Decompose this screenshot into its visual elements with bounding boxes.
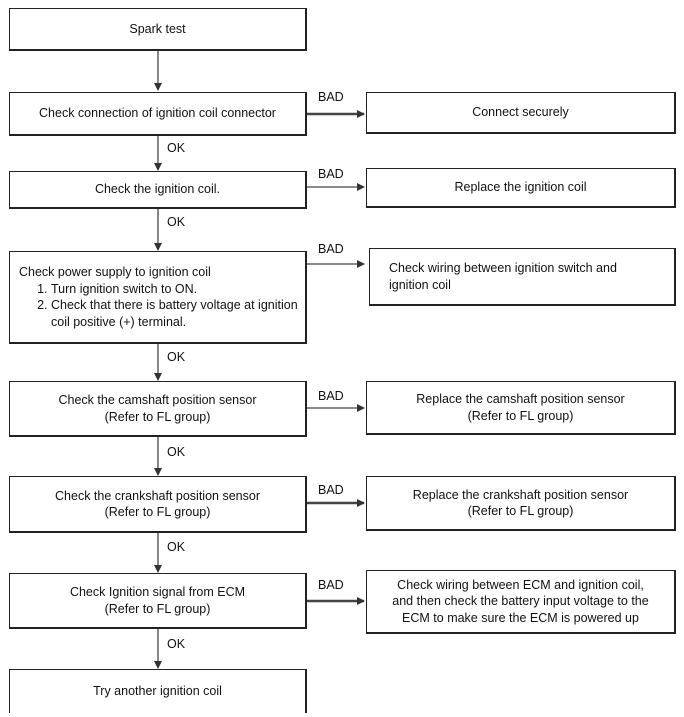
action-text: Connect securely <box>472 105 569 120</box>
step-title: Check power supply to ignition coil <box>19 265 211 279</box>
action-replace-crankshaft-sensor: Replace the crankshaft position sensor (… <box>366 476 676 531</box>
action-replace-camshaft-sensor: Replace the camshaft position sensor (Re… <box>366 381 676 435</box>
bad-label: BAD <box>318 242 344 256</box>
action-reference: (Refer to FL group) <box>467 408 574 423</box>
ok-label: OK <box>167 637 186 651</box>
bad-label: BAD <box>318 483 344 497</box>
action-text: Check wiring between ECM and ignition co… <box>397 577 644 592</box>
step-title: Try another ignition coil <box>93 684 222 699</box>
action-text: Check wiring between ignition switch and <box>389 261 617 275</box>
action-text: ECM to make sure the ECM is powered up <box>402 610 639 625</box>
substep-list: Turn ignition switch to ON. Check that t… <box>19 281 299 331</box>
substep: Turn ignition switch to ON. <box>51 281 299 298</box>
step-title: Check Ignition signal from ECM <box>69 585 246 599</box>
step-title: Spark test <box>129 21 186 36</box>
ok-label: OK <box>167 350 186 364</box>
action-text: Replace the ignition coil <box>454 180 587 195</box>
action-text: ignition coil <box>389 277 451 292</box>
step-spark-test: Spark test <box>9 8 307 51</box>
ok-label: OK <box>167 540 186 554</box>
ok-label: OK <box>167 445 186 459</box>
step-try-another-coil: Try another ignition coil <box>9 669 307 713</box>
action-reference: (Refer to FL group) <box>467 504 574 518</box>
step-title: Check the ignition coil. <box>94 182 221 197</box>
step-title: Check connection of ignition coil connec… <box>39 106 276 121</box>
action-replace-coil: Replace the ignition coil <box>366 168 676 208</box>
ok-label: OK <box>167 215 186 229</box>
step-check-crankshaft-sensor: Check the crankshaft position sensor (Re… <box>9 476 307 533</box>
action-text: Replace the camshaft position sensor <box>416 392 625 406</box>
bad-label: BAD <box>318 389 344 403</box>
bad-label: BAD <box>318 578 344 592</box>
bad-label: BAD <box>318 90 344 104</box>
step-reference: (Refer to FL group) <box>104 601 211 616</box>
step-check-coil: Check the ignition coil. <box>9 171 307 209</box>
bad-label: BAD <box>318 167 344 181</box>
substep: Check that there is battery voltage at i… <box>51 297 299 330</box>
action-text: and then check the battery input voltage… <box>392 594 649 609</box>
step-check-ignition-signal: Check Ignition signal from ECM (Refer to… <box>9 573 307 629</box>
step-title: Check the crankshaft position sensor <box>55 488 260 503</box>
step-check-camshaft-sensor: Check the camshaft position sensor (Refe… <box>9 381 307 437</box>
action-text: Replace the crankshaft position sensor <box>412 487 629 502</box>
step-reference: (Refer to FL group) <box>104 505 211 519</box>
action-check-wiring-ecm: Check wiring between ECM and ignition co… <box>366 570 676 634</box>
step-reference: (Refer to FL group) <box>104 409 211 424</box>
action-check-wiring-switch: Check wiring between ignition switch and… <box>369 248 676 306</box>
ok-label: OK <box>167 141 186 155</box>
step-check-connector: Check connection of ignition coil connec… <box>9 92 307 136</box>
action-connect-securely: Connect securely <box>366 92 676 134</box>
step-title: Check the camshaft position sensor <box>58 393 257 407</box>
step-check-power-supply: Check power supply to ignition coil Turn… <box>9 251 307 344</box>
